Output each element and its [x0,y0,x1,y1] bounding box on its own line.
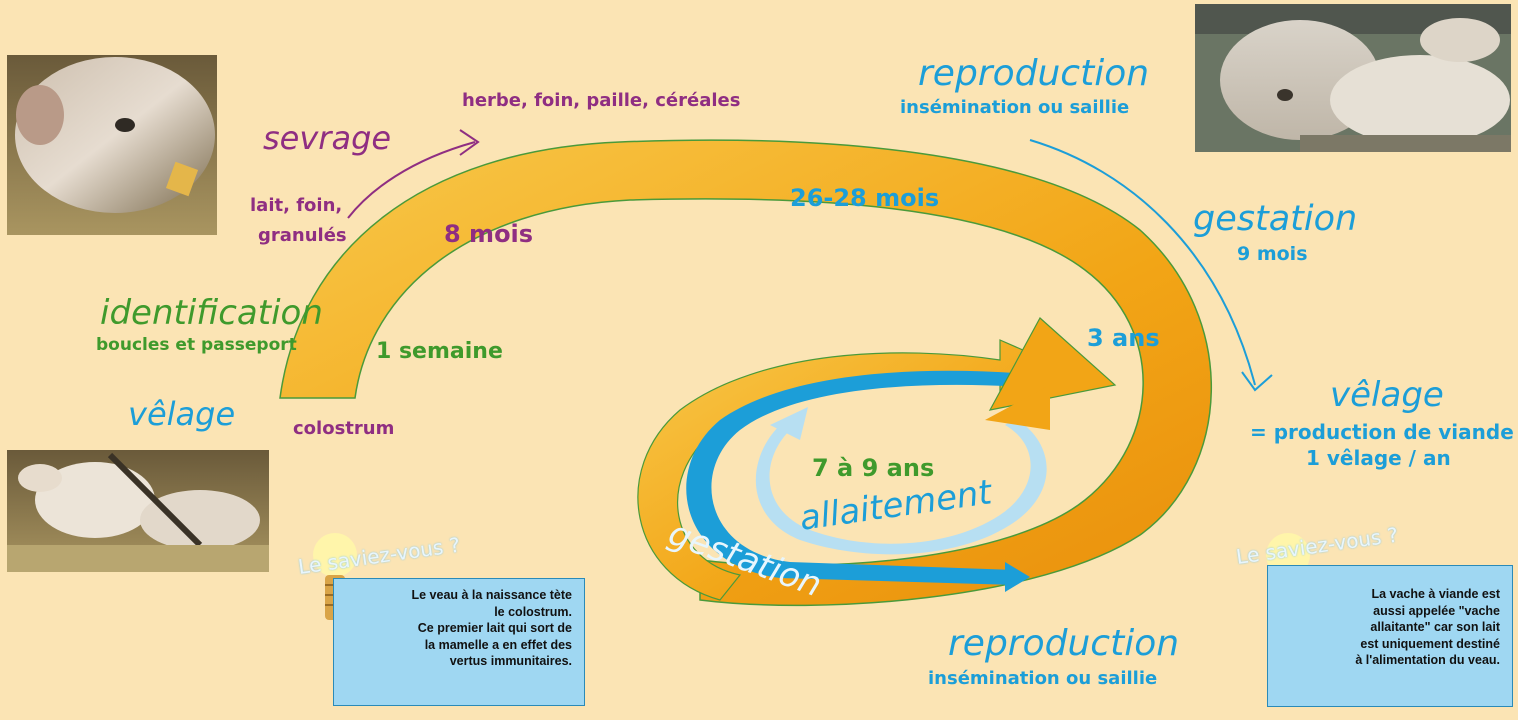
reproduction-bottom-sub-label: insémination ou saillie [928,668,1158,689]
gestation-arrow [1029,139,1256,386]
velage-right-sub1-label: = production de viande [1250,420,1514,444]
outer-arrowhead-left [985,385,1050,430]
calf-head-photo [7,55,217,235]
note-right-line: est uniquement destiné [1360,636,1500,651]
note-left-line: vertus immunitaires. [449,654,572,668]
three-years-arrowhead [988,317,1117,411]
lying-calf-photo [7,450,269,572]
note-left-line: Ce premier lait qui sort de [417,621,572,635]
note-left-line: la mamelle a en effet des [424,637,572,652]
gestation-right-label: gestation [1193,199,1358,239]
reproduction-top-sub-label: insémination ou saillie [900,97,1130,118]
age-26-28-label: 26-28 mois [790,184,940,212]
one-week-label: 1 semaine [376,339,503,364]
allaitement-arrowhead [770,407,808,440]
three-years-label: 3 ans [1087,324,1160,352]
note-right-line: allaitante" car son lait [1370,620,1500,634]
cow-herd-photo [1195,4,1511,152]
reproduction-bottom-arrowhead [1005,562,1030,592]
velage-right-sub2-label: 1 vêlage / an [1306,446,1451,470]
velage-left-label: vêlage [128,395,236,433]
eight-months-label: 8 mois [444,220,534,248]
sevrage-food-line1: lait, foin, [250,195,343,216]
identification-label: identification [100,293,323,333]
note-right-line: aussi appelée "vache [1373,603,1500,618]
sevrage-label: sevrage [263,119,392,157]
note-box-right: La vache à viande est aussi appelée "vac… [1267,565,1513,707]
reproduction-top-label: reproduction [918,53,1150,94]
note-right-line: La vache à viande est [1371,587,1500,601]
velage-right-label: vêlage [1330,375,1444,415]
gestation-arrowhead [1241,371,1273,392]
gestation-right-sub-label: 9 mois [1237,243,1308,265]
note-left-line: Le veau à la naissance tète [411,588,572,602]
sevrage-food-line2: granulés [258,225,347,246]
outer-cycle-arrow [279,139,1212,607]
seven-nine-years-label: 7 à 9 ans [812,454,935,482]
note-left-line: le colostrum. [494,604,572,619]
note-box-left: Le veau à la naissance tète le colostrum… [333,578,585,706]
adult-food-label: herbe, foin, paille, céréales [462,90,741,111]
note-right-line: à l'alimentation du veau. [1355,653,1500,667]
sevrage-arrowhead [459,129,480,156]
identification-sub-label: boucles et passeport [96,335,297,355]
reproduction-bottom-label: reproduction [948,623,1180,664]
sevrage-arrow [347,141,476,219]
colostrum-label: colostrum [293,418,395,439]
